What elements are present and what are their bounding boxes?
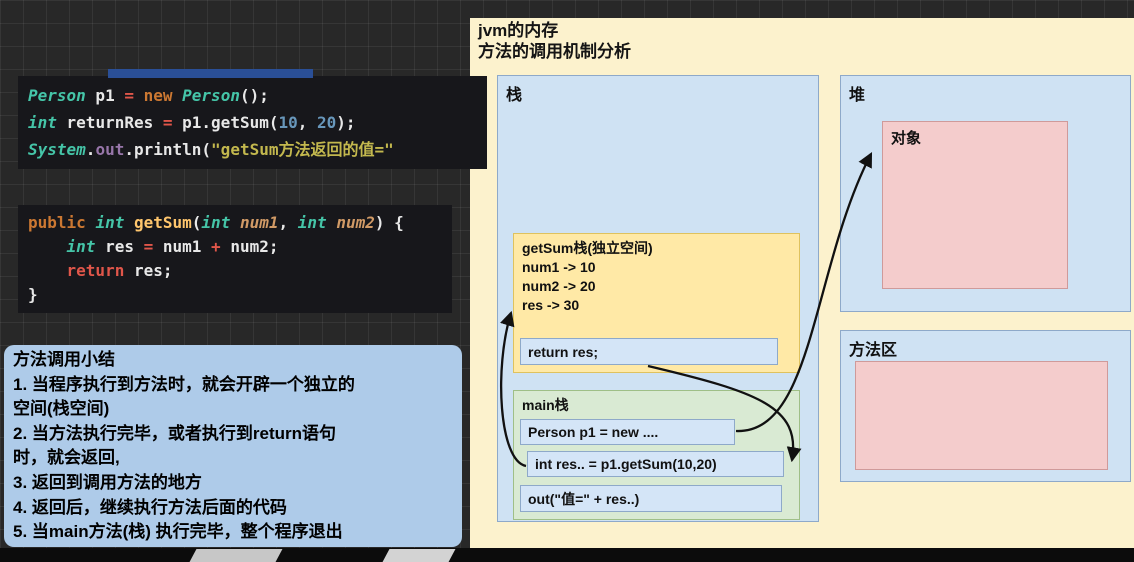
method-area-inner-box xyxy=(855,361,1108,470)
heap-object-box: 对象 xyxy=(882,121,1068,289)
method-area-label: 方法区 xyxy=(849,342,898,359)
stack-label: 栈 xyxy=(506,87,523,104)
main-stmt-getsum-call: int res.. = p1.getSum(10,20) xyxy=(527,451,784,477)
getsum-var-num1: num1 -> 10 xyxy=(522,259,596,275)
decoration-shape xyxy=(382,549,456,562)
code-snippet-call-site: Person p1 = new Person();int returnRes =… xyxy=(18,76,487,169)
heap-label: 堆 xyxy=(849,87,866,104)
getsum-var-num2: num2 -> 20 xyxy=(522,278,596,294)
heap-object-label: 对象 xyxy=(891,130,922,147)
panel-title-line2: 方法的调用机制分析 xyxy=(478,42,631,61)
panel-title-line1: jvm的内存 xyxy=(478,21,559,40)
return-statement-box: return res; xyxy=(520,338,778,365)
main-stmt-println: out("值=" + res..) xyxy=(520,485,782,512)
getsum-frame-title: getSum栈(独立空间) xyxy=(522,240,653,256)
panel-title: jvm的内存 方法的调用机制分析 xyxy=(478,20,631,62)
decoration-shape xyxy=(189,549,283,562)
main-stmt-person-new: Person p1 = new .... xyxy=(520,419,735,445)
bottom-strip xyxy=(0,548,1134,562)
main-frame-title: main栈 xyxy=(522,397,569,413)
getsum-var-res: res -> 30 xyxy=(522,297,580,313)
code-snippet-getsum-method: public int getSum(int num1, int num2) { … xyxy=(18,205,452,313)
code-selection-remnant xyxy=(108,69,313,78)
